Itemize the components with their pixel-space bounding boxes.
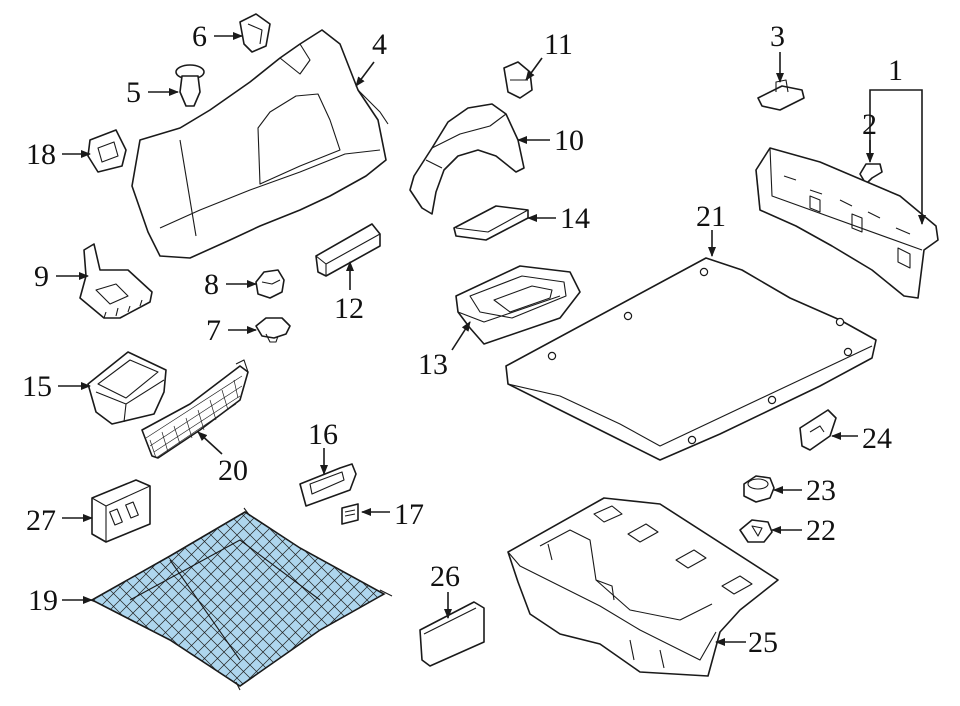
callout-label-18: 18 <box>26 138 56 171</box>
callout-label-14: 14 <box>560 202 590 235</box>
net-mesh-line <box>227 512 384 686</box>
callout-leader-4 <box>355 61 375 87</box>
callout-leader-1 <box>869 89 926 225</box>
callout-leader-20 <box>197 431 223 455</box>
callout-label-6: 6 <box>192 20 207 53</box>
part-5-push-pin[interactable] <box>175 64 205 107</box>
callout-label-26: 26 <box>430 560 460 593</box>
callout-label-15: 15 <box>22 370 52 403</box>
callout-label-23: 23 <box>806 474 836 507</box>
callout-label-1: 1 <box>888 54 903 87</box>
callout-label-9: 9 <box>34 260 49 293</box>
part-26-pad[interactable] <box>419 601 485 667</box>
part-1-sill-trim-panel[interactable] <box>755 147 939 299</box>
part-27-switch[interactable] <box>91 479 151 543</box>
callout-label-13: 13 <box>418 348 448 381</box>
part-14-pad[interactable] <box>453 205 529 241</box>
net-mesh-line <box>0 500 12 700</box>
callout-label-22: 22 <box>806 514 836 547</box>
callout-label-5: 5 <box>126 76 141 109</box>
part-25-storage-bin[interactable] <box>507 497 779 677</box>
net-mesh-line <box>0 500 12 700</box>
part-3-clip[interactable] <box>757 79 805 111</box>
net-mesh-line <box>344 512 384 686</box>
callout-label-4: 4 <box>372 28 387 61</box>
callout-label-19: 19 <box>28 584 58 617</box>
part-21-floor-mat[interactable] <box>505 257 877 461</box>
callout-label-11: 11 <box>544 28 573 61</box>
callout-label-10: 10 <box>554 124 584 157</box>
callout-leader-13 <box>451 321 471 351</box>
callout-label-8: 8 <box>204 268 219 301</box>
part-8-cap[interactable] <box>255 269 285 299</box>
net-mesh-line <box>0 500 25 700</box>
part-13-storage-tray[interactable] <box>455 265 581 345</box>
part-22-nut[interactable] <box>739 519 773 543</box>
part-18-grommet[interactable] <box>87 129 127 173</box>
callout-label-2: 2 <box>862 108 877 141</box>
part-12-trim-block[interactable] <box>315 223 381 277</box>
net-mesh-line <box>92 512 247 686</box>
part-17-label[interactable] <box>341 503 359 525</box>
part-11-clip[interactable] <box>503 61 533 99</box>
part-4-side-trim-panel[interactable] <box>131 29 389 259</box>
callout-label-12: 12 <box>334 292 364 325</box>
callout-label-21: 21 <box>696 200 726 233</box>
net-mesh-line <box>0 500 25 700</box>
callout-label-27: 27 <box>26 504 56 537</box>
part-10-wheel-housing-cover[interactable] <box>409 103 525 215</box>
part-6-clip[interactable] <box>239 13 271 53</box>
callout-leader-11 <box>525 57 543 81</box>
part-24-bracket[interactable] <box>799 409 837 451</box>
part-7-cap[interactable] <box>255 317 291 343</box>
part-16-panel[interactable] <box>299 463 357 507</box>
callout-layer: 1 2 3 4 5 6 7 8 9 10 11 12 <box>22 20 926 659</box>
callout-label-17: 17 <box>394 498 424 531</box>
callout-label-3: 3 <box>770 20 785 53</box>
callout-label-7: 7 <box>206 314 221 347</box>
callout-label-16: 16 <box>308 418 338 451</box>
net-mesh-line <box>344 512 384 686</box>
part-20-side-net[interactable] <box>141 359 249 459</box>
callout-label-25: 25 <box>748 626 778 659</box>
callout-label-24: 24 <box>862 422 892 455</box>
part-23-nut[interactable] <box>743 475 775 503</box>
callout-label-20: 20 <box>218 454 248 487</box>
part-15-storage-box[interactable] <box>87 351 167 425</box>
part-9-bracket[interactable] <box>79 243 153 319</box>
